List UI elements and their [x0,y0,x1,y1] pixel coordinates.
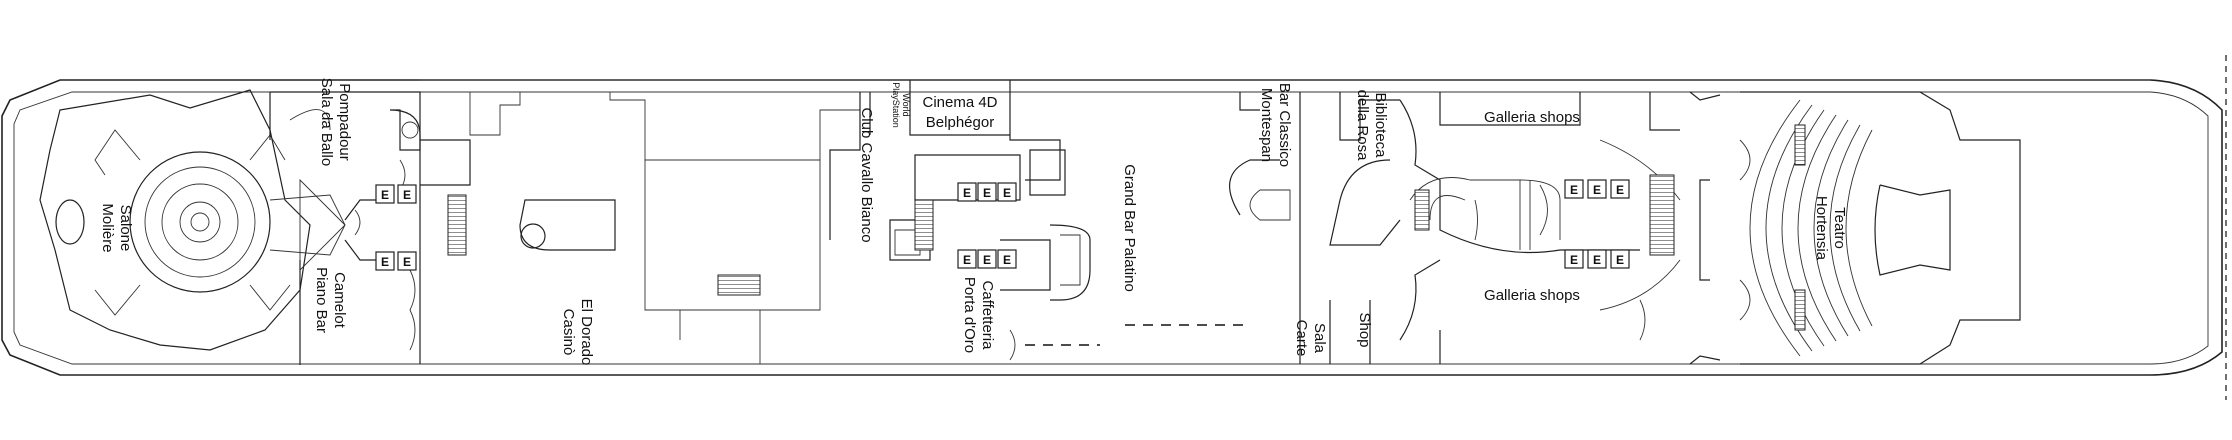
lift-icon: E [1587,249,1607,269]
svg-text:Casinò: Casinò [560,309,577,356]
label-bar-classico-montespan: Bar Classico Montespan [1258,83,1293,167]
room-labels: Salone Molière Sala da Ballo Pompadour P… [99,78,1848,366]
svg-text:Salone: Salone [117,205,134,252]
lift-icon: E [1610,179,1630,199]
elevators: E E E E E E E E E E E E E E E E [375,179,1630,271]
svg-text:Grand Bar Palatino: Grand Bar Palatino [1121,164,1138,292]
lift-icon: E [957,249,977,269]
svg-text:E: E [1616,253,1624,267]
svg-text:Carte: Carte [1293,320,1310,357]
lift-icon: E [397,184,417,204]
label-playstation-world: PlayStation World [891,82,911,128]
label-teatro-hortensia: Teatro Hortensia [1813,196,1848,261]
svg-text:Camelot: Camelot [331,272,348,329]
svg-text:E: E [963,186,971,200]
svg-text:E: E [1570,183,1578,197]
svg-text:Bar Classico: Bar Classico [1276,83,1293,167]
svg-text:E: E [381,255,389,269]
svg-text:Piano Bar: Piano Bar [313,267,330,333]
label-casino-el-dorado: Casinò El Dorado [560,299,595,366]
svg-text:Porta d'Oro: Porta d'Oro [961,277,978,353]
lift-icon: E [977,182,997,202]
svg-text:della Rosa: della Rosa [1354,90,1371,162]
lift-icon: E [375,251,395,271]
svg-text:Teatro: Teatro [1831,207,1848,249]
svg-text:E: E [1593,253,1601,267]
lift-icon: E [997,249,1017,269]
label-piano-bar-camelot: Piano Bar Camelot [313,267,348,333]
label-sala-carte: Sala Carte [1293,320,1328,357]
label-biblioteca-della-rosa: Biblioteca della Rosa [1354,90,1389,162]
stairs [447,124,1806,331]
label-galleria-shops-top: Galleria shops [1484,109,1580,126]
svg-text:E: E [983,186,991,200]
casino-el-dorado-area [469,92,861,364]
svg-text:PlayStation: PlayStation [891,82,901,128]
svg-text:E: E [1003,186,1011,200]
galleria-shops-area [1329,92,1681,364]
svg-text:Club Cavallo Bianco: Club Cavallo Bianco [858,107,875,242]
svg-text:E: E [403,188,411,202]
lift-icon: E [957,182,977,202]
svg-text:E: E [963,253,971,267]
svg-text:World: World [901,93,911,116]
lift-icon: E [1564,179,1584,199]
label-shop: Shop [1356,312,1373,347]
svg-text:E: E [381,188,389,202]
svg-text:El Dorado: El Dorado [578,299,595,366]
svg-text:E: E [1570,253,1578,267]
svg-text:Montespan: Montespan [1258,88,1275,162]
lift-icon: E [1587,179,1607,199]
svg-text:Pompadour: Pompadour [336,83,353,161]
svg-text:E: E [1593,183,1601,197]
svg-text:E: E [983,253,991,267]
svg-text:Biblioteca: Biblioteca [1372,92,1389,158]
svg-text:Hortensia: Hortensia [1813,196,1830,261]
svg-text:E: E [1003,253,1011,267]
svg-text:E: E [403,255,411,269]
grand-bar-area [1025,92,1301,364]
lift-icon: E [375,184,395,204]
hull-outline [1,55,2227,400]
svg-text:Caffetteria: Caffetteria [979,281,996,351]
lift-icon: E [1564,249,1584,269]
svg-text:Sala: Sala [1311,323,1328,354]
lift-icon: E [997,182,1017,202]
lift-icon: E [977,249,997,269]
svg-text:E: E [1616,183,1624,197]
teatro-hortensia-area [1689,91,2021,365]
label-sala-pompadour: Sala da Ballo Pompadour [318,78,353,166]
label-caffetteria-porta-doro: Caffetteria Porta d'Oro [961,277,996,353]
label-grand-bar-palatino: Grand Bar Palatino [1121,164,1138,292]
svg-text:Shop: Shop [1356,312,1373,347]
svg-text:Belphégor: Belphégor [926,114,994,131]
label-club-cavallo-bianco: Club Cavallo Bianco [858,107,875,242]
svg-text:Cinema 4D: Cinema 4D [922,94,997,111]
svg-text:Molière: Molière [99,203,116,252]
lift-icon: E [1610,249,1630,269]
label-salone-moliere: Salone Molière [99,203,134,252]
lift-icon: E [397,251,417,271]
svg-text:Sala da Ballo: Sala da Ballo [318,78,335,166]
label-galleria-shops-bottom: Galleria shops [1484,287,1580,304]
salone-moliere-area [39,89,346,351]
label-cinema-belphegor: Cinema 4D Belphégor [922,94,997,131]
ballroom-walls [269,91,471,365]
